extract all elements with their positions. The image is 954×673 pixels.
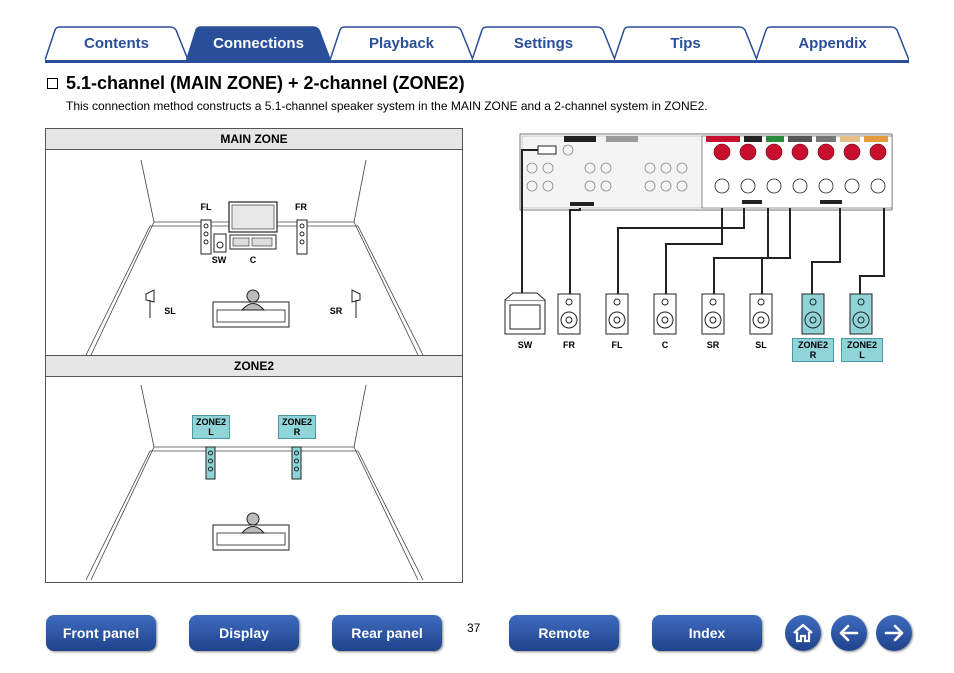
main-zone-header: MAIN ZONE (46, 129, 462, 150)
label-sl: SL (164, 306, 176, 316)
conn-zone2-r-tag: ZONE2 R (792, 338, 834, 362)
tab-appendix[interactable]: Appendix (756, 26, 909, 60)
connection-diagram (504, 133, 893, 335)
conn-zone2-l-line1: ZONE2 (846, 340, 877, 350)
zone2-left-tag: ZONE2 L (192, 415, 230, 439)
zone2-room-drawing (85, 384, 424, 581)
home-button[interactable] (785, 615, 821, 651)
conn-label-fr: FR (563, 340, 575, 350)
label-fr: FR (295, 202, 307, 212)
conn-zone2-l-tag: ZONE2 L (841, 338, 883, 362)
zone2-right-tag-line2: R (293, 427, 301, 437)
page-title-text: 5.1-channel (MAIN ZONE) + 2-channel (ZON… (66, 73, 465, 93)
conn-label-fl: FL (611, 340, 623, 350)
zone2-left-tag-line2: L (208, 427, 214, 437)
zone2-right-tag: ZONE2 R (278, 415, 316, 439)
page-number: 37 (467, 621, 481, 635)
label-c: C (249, 255, 257, 265)
front-panel-button[interactable]: Front panel (46, 615, 156, 651)
zone2-left-tag-line1: ZONE2 (195, 417, 226, 427)
conn-label-sw: SW (517, 340, 533, 350)
index-button[interactable]: Index (652, 615, 762, 651)
main-zone-room-drawing (85, 159, 424, 355)
forward-button[interactable] (876, 615, 912, 651)
conn-zone2-r-line1: ZONE2 (797, 340, 828, 350)
label-sr: SR (329, 306, 343, 316)
remote-button[interactable]: Remote (509, 615, 619, 651)
conn-zone2-r-line2: R (809, 350, 817, 360)
tab-settings[interactable]: Settings (472, 26, 615, 60)
back-button[interactable] (831, 615, 867, 651)
rear-panel-button[interactable]: Rear panel (332, 615, 442, 651)
tab-tips[interactable]: Tips (614, 26, 757, 60)
arrow-left-icon (839, 624, 859, 642)
tab-playback[interactable]: Playback (330, 26, 473, 60)
zone2-header: ZONE2 (46, 355, 462, 377)
display-button[interactable]: Display (189, 615, 299, 651)
description: This connection method constructs a 5.1-… (66, 99, 708, 113)
home-icon (793, 623, 813, 643)
tab-bar-underline (45, 60, 909, 63)
tab-contents[interactable]: Contents (45, 26, 188, 60)
room-diagram: MAIN ZONE ZONE2 (45, 128, 463, 583)
checkbox-bullet-icon (47, 78, 58, 89)
conn-label-sl: SL (755, 340, 767, 350)
label-fl: FL (200, 202, 212, 212)
label-sw: SW (211, 255, 227, 265)
conn-label-c: C (661, 340, 669, 350)
zone2-right-tag-line1: ZONE2 (281, 417, 312, 427)
conn-zone2-l-line2: L (859, 350, 865, 360)
page-title: 5.1-channel (MAIN ZONE) + 2-channel (ZON… (47, 73, 465, 94)
arrow-right-icon (884, 624, 904, 642)
tab-connections[interactable]: Connections (186, 26, 331, 62)
conn-label-sr: SR (706, 340, 720, 350)
